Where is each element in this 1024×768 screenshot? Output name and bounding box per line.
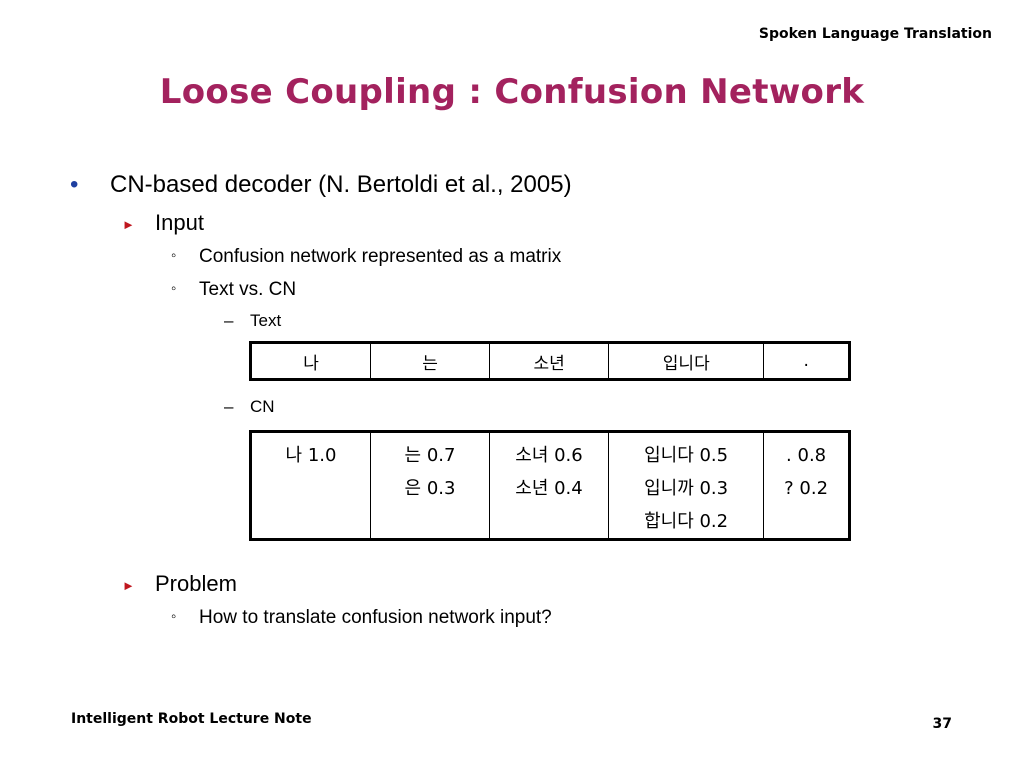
table-cell: 는: [370, 342, 491, 380]
table-cell: 나 1.0: [250, 431, 371, 540]
table-cell: .: [763, 342, 850, 380]
text-table: 나 는 소년 입니다 .: [249, 341, 851, 381]
cn-entry: 는 0.7: [404, 445, 456, 466]
table-row: 나 1.0 는 0.7 은 0.3 소녀 0.6 소년 0.4 입니다 0.5 …: [250, 431, 850, 540]
table-cell: . 0.8 ? 0.2: [763, 431, 850, 540]
cn-entry: 은 0.3: [404, 478, 456, 499]
bullet-text-vs-cn: Text vs. CN: [199, 279, 297, 300]
arrow-bullet-icon: ►: [122, 578, 135, 593]
cn-entry: 합니다 0.2: [644, 511, 729, 532]
table-cell: 나: [249, 342, 372, 380]
circle-bullet-icon: ◦: [171, 247, 177, 264]
slide-title: Loose Coupling : Confusion Network: [159, 72, 865, 112]
page-number: 37: [932, 716, 952, 732]
bullet-matrix: Confusion network represented as a matri…: [199, 246, 562, 267]
cn-entry: ? 0.2: [784, 478, 829, 499]
table-row: 나 는 소년 입니다 .: [249, 342, 850, 380]
circle-bullet-icon: ◦: [171, 608, 177, 625]
label-text: Text: [250, 311, 282, 330]
label-cn: CN: [250, 397, 275, 416]
arrow-bullet-icon: ►: [122, 217, 135, 232]
bullet-problem: Problem: [155, 571, 237, 596]
footer-course-title: Intelligent Robot Lecture Note: [71, 711, 312, 727]
table-cell: 소녀 0.6 소년 0.4: [489, 431, 609, 540]
cn-entry: 입니다 0.5: [644, 445, 729, 466]
cn-entry: 소녀 0.6: [515, 445, 583, 466]
header-title: Spoken Language Translation: [758, 26, 992, 42]
bullet-cn-decoder: CN-based decoder (N. Bertoldi et al., 20…: [110, 171, 572, 198]
circle-bullet-icon: ◦: [171, 280, 177, 297]
cn-entry: 나 1.0: [285, 445, 337, 466]
bullet-input: Input: [155, 210, 204, 235]
bullet-how-to-translate: How to translate confusion network input…: [199, 607, 552, 628]
table-cell: 는 0.7 은 0.3: [370, 431, 490, 540]
table-cell: 입니다: [608, 342, 765, 380]
dash-bullet: –: [224, 397, 234, 416]
bullet-marker: •: [70, 171, 79, 198]
cn-entry: 소년 0.4: [515, 478, 583, 499]
cn-entry: 입니까 0.3: [644, 478, 729, 499]
cn-table: 나 1.0 는 0.7 은 0.3 소녀 0.6 소년 0.4 입니다 0.5 …: [249, 430, 851, 541]
dash-bullet: –: [224, 311, 234, 330]
table-cell: 소년: [489, 342, 610, 380]
table-cell: 입니다 0.5 입니까 0.3 합니다 0.2: [607, 431, 765, 540]
cn-entry: . 0.8: [786, 445, 827, 466]
